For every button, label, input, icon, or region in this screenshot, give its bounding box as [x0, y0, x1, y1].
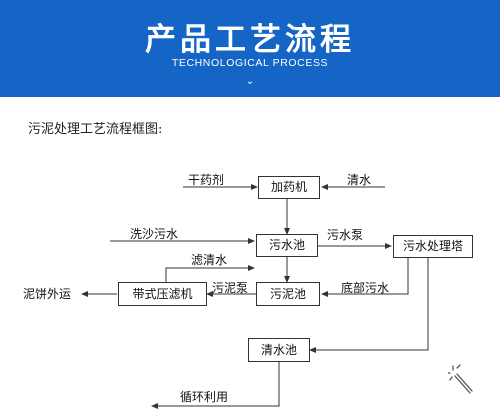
node-sludge-pool: 污泥池: [256, 282, 320, 306]
label-cake-out: 泥饼外运: [23, 287, 72, 301]
node-dosing-machine: 加药机: [258, 176, 320, 199]
arrow-recycle: [151, 362, 280, 409]
label-sand-wash: 洗沙污水: [130, 227, 179, 241]
chevron-down-icon: ⌄: [245, 76, 255, 87]
arrow-tower-to-clear: [309, 258, 429, 353]
label-filtrate: 滤清水: [191, 253, 228, 267]
magic-wand-icon: [448, 364, 473, 394]
node-sludge-pool-label: 污泥池: [269, 287, 306, 301]
label-clear-water-in: 清水: [347, 173, 372, 187]
arrow-filtrate: [165, 265, 255, 282]
node-dosing-label: 加药机: [270, 180, 307, 194]
banner-subtitle: TECHNOLOGICAL PROCESS: [171, 57, 329, 69]
label-sludge-pump: 污泥泵: [212, 281, 249, 295]
node-sewage-pool-label: 污水池: [268, 238, 305, 252]
diagram-heading: 污泥处理工艺流程框图:: [28, 122, 163, 137]
header-banner: 产品工艺流程 TECHNOLOGICAL PROCESS ⌄: [0, 0, 500, 97]
node-treatment-tower: 污水处理塔: [393, 235, 473, 258]
node-belt-press-label: 带式压滤机: [132, 287, 193, 301]
label-sewage-pump: 污水泵: [327, 228, 364, 242]
node-clear-pool-label: 清水池: [260, 343, 297, 357]
label-bottom-sewage: 底部污水: [341, 281, 390, 295]
banner-title: 产品工艺流程: [145, 22, 355, 58]
node-clear-pool: 清水池: [248, 338, 310, 362]
label-dry-agent: 干药剂: [188, 173, 225, 187]
node-sewage-pool: 污水池: [256, 234, 318, 257]
label-recycle: 循环利用: [180, 390, 229, 404]
node-belt-press: 带式压滤机: [118, 282, 207, 306]
arrow-bottom-sewage: [321, 258, 409, 297]
node-tower-label: 污水处理塔: [402, 239, 463, 253]
